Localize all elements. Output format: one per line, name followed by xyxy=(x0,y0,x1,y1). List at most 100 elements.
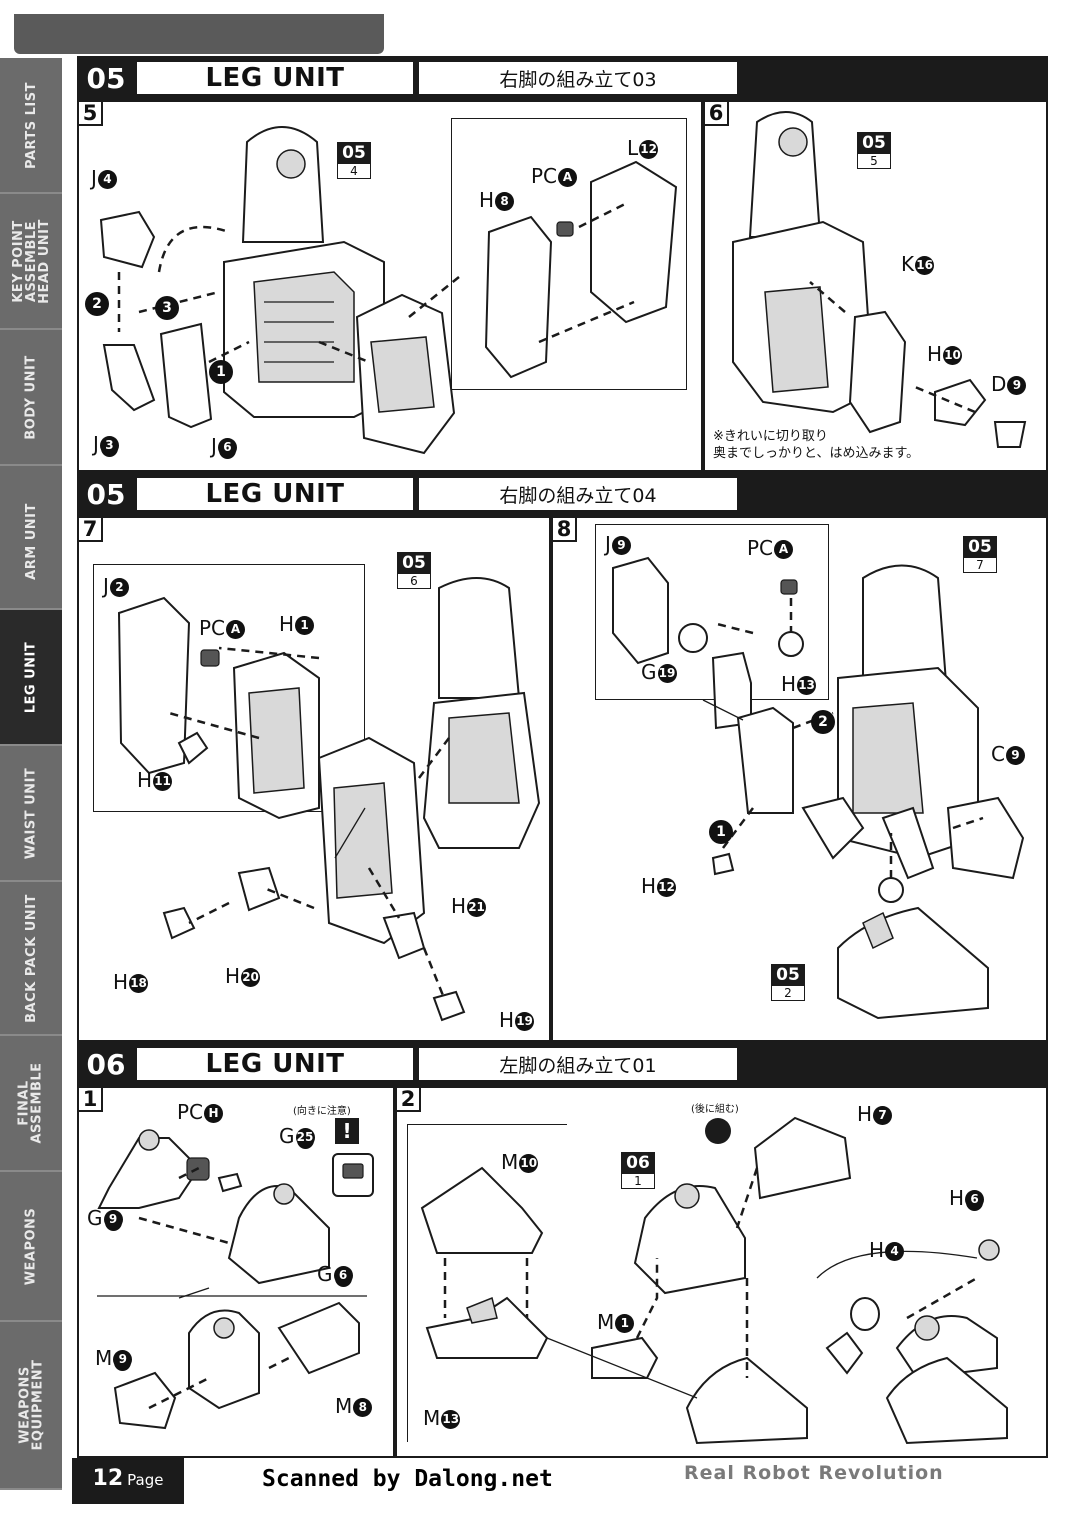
step-7-illustration xyxy=(117,577,541,1022)
sidebar-tab-final-assemble[interactable]: FINAL ASSEMBLE xyxy=(0,1036,62,1172)
page-word: Page xyxy=(127,1471,164,1489)
section-header-06: 06 LEG UNIT 左脚の組み立て01 xyxy=(77,1042,1048,1086)
part-ref-box: 05 7 xyxy=(963,536,997,573)
detail-inset xyxy=(451,118,687,390)
part-ref-box: 05 5 xyxy=(857,132,891,169)
assembly-note: ※きれいに切り取り 奥までしっかりと、はめ込みます。 xyxy=(713,429,920,461)
later-assembly-note: (後に組む) xyxy=(691,1104,739,1115)
sidebar-tab-parts-list[interactable]: PARTS LIST xyxy=(0,58,62,194)
section-header-05-a: 05 LEG UNIT 右脚の組み立て03 xyxy=(77,56,1048,100)
step-6-illustration xyxy=(732,111,1027,448)
page-number-badge: 12 Page xyxy=(72,1458,184,1504)
step-1-illustration xyxy=(97,1129,374,1430)
section-subtitle: 右脚の組み立て03 xyxy=(417,60,739,96)
part-ref-box: 05 6 xyxy=(397,552,431,589)
step-number: 2 xyxy=(395,1086,421,1112)
order-badge: 1 xyxy=(209,360,233,384)
order-badge: 3 xyxy=(155,296,179,320)
order-badge: 2 xyxy=(811,710,835,734)
header-ghost-bar xyxy=(14,14,384,54)
section-number: 05 xyxy=(86,61,126,95)
sidebar-tab-arm-unit[interactable]: ARM UNIT xyxy=(0,474,62,610)
sidebar-tab-weapons[interactable]: WEAPONS xyxy=(0,1172,62,1322)
caution-note: (向きに注意) xyxy=(293,1106,351,1117)
scan-credit: Scanned by Dalong.net xyxy=(262,1466,553,1492)
order-badge: 1 xyxy=(709,820,733,844)
step-2-illustration xyxy=(420,1116,1008,1445)
part-ref-box: 05 4 xyxy=(337,142,371,179)
part-ref-box: 05 2 xyxy=(771,964,805,1001)
section-number: 05 xyxy=(86,477,126,511)
sidebar-tab-key-point[interactable]: KEY POINT ASSEMBLE HEAD UNIT xyxy=(0,194,62,330)
part-ref-box: 06 1 xyxy=(621,1152,655,1189)
step-number: 1 xyxy=(77,1086,103,1112)
detail-inset xyxy=(407,1124,567,1442)
step-number: 6 xyxy=(703,100,729,126)
detail-inset xyxy=(595,524,829,700)
step-number: 7 xyxy=(77,516,103,542)
step-8-illustration xyxy=(612,556,1025,1020)
sidebar-tab-weapons-equipment[interactable]: WEAPONS EQUIPMENT xyxy=(0,1322,62,1490)
top-strip xyxy=(0,0,1074,56)
sidebar-tab-body-unit[interactable]: BODY UNIT xyxy=(0,330,62,466)
section-title: LEG UNIT xyxy=(135,60,415,96)
step-number: 8 xyxy=(551,516,577,542)
sidebar-tab-back-pack-unit[interactable]: BACK PACK UNIT xyxy=(0,882,62,1036)
caution-icon: ! xyxy=(335,1118,359,1144)
section-subtitle: 右脚の組み立て04 xyxy=(417,476,739,512)
sidebar-nav: PARTS LIST KEY POINT ASSEMBLE HEAD UNIT … xyxy=(0,58,62,1490)
sidebar-tab-leg-unit[interactable]: LEG UNIT xyxy=(0,610,62,746)
section-title: LEG UNIT xyxy=(135,1046,415,1082)
detail-inset xyxy=(93,564,365,812)
page-number: 12 xyxy=(92,1466,124,1491)
later-assembly-icon xyxy=(705,1118,731,1144)
section-number: 06 xyxy=(86,1047,126,1081)
section-title: LEG UNIT xyxy=(135,476,415,512)
step-number: 5 xyxy=(77,100,103,126)
sidebar-tab-waist-unit[interactable]: WAIST UNIT xyxy=(0,746,62,882)
step-5-illustration xyxy=(99,126,678,455)
section-header-05-b: 05 LEG UNIT 右脚の組み立て04 xyxy=(77,472,1048,516)
order-badge: 2 xyxy=(85,292,109,316)
